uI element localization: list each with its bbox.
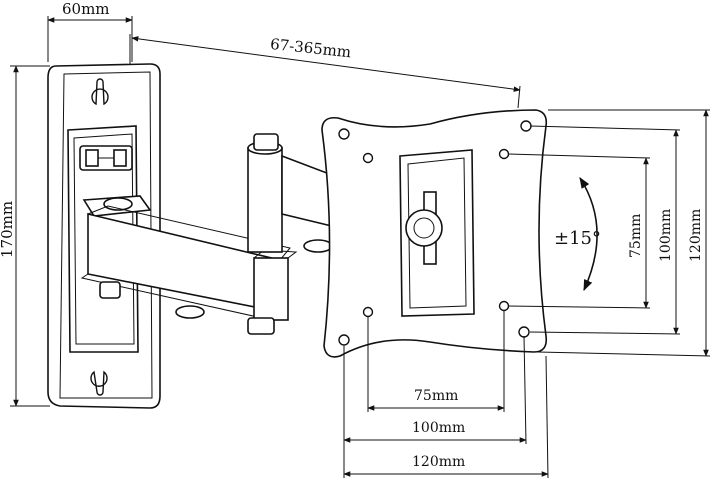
label-vesa-h-75: 75mm <box>414 388 458 404</box>
label-vesa-h-120: 120mm <box>412 454 465 470</box>
label-extension: 67-365mm <box>269 35 352 61</box>
label-vesa-v-120: 120mm <box>688 209 704 262</box>
vesa-plate <box>321 109 548 358</box>
label-plate-height: 170mm <box>0 201 16 258</box>
keyhole-top <box>91 78 109 106</box>
label-vesa-v-100: 100mm <box>658 209 674 262</box>
swing-arm <box>80 133 341 335</box>
hole-120-br <box>518 326 530 338</box>
label-tilt: ±15° <box>554 228 601 249</box>
label-vesa-v-75: 75mm <box>628 214 644 258</box>
label-plate-width: 60mm <box>62 0 110 18</box>
keyhole-bottom <box>90 370 108 396</box>
hole-120-bl <box>338 334 350 346</box>
hole-120-tr <box>520 120 532 132</box>
label-vesa-h-100: 100mm <box>412 420 465 436</box>
hole-120-tl <box>338 128 350 140</box>
dimension-lines <box>10 16 711 479</box>
